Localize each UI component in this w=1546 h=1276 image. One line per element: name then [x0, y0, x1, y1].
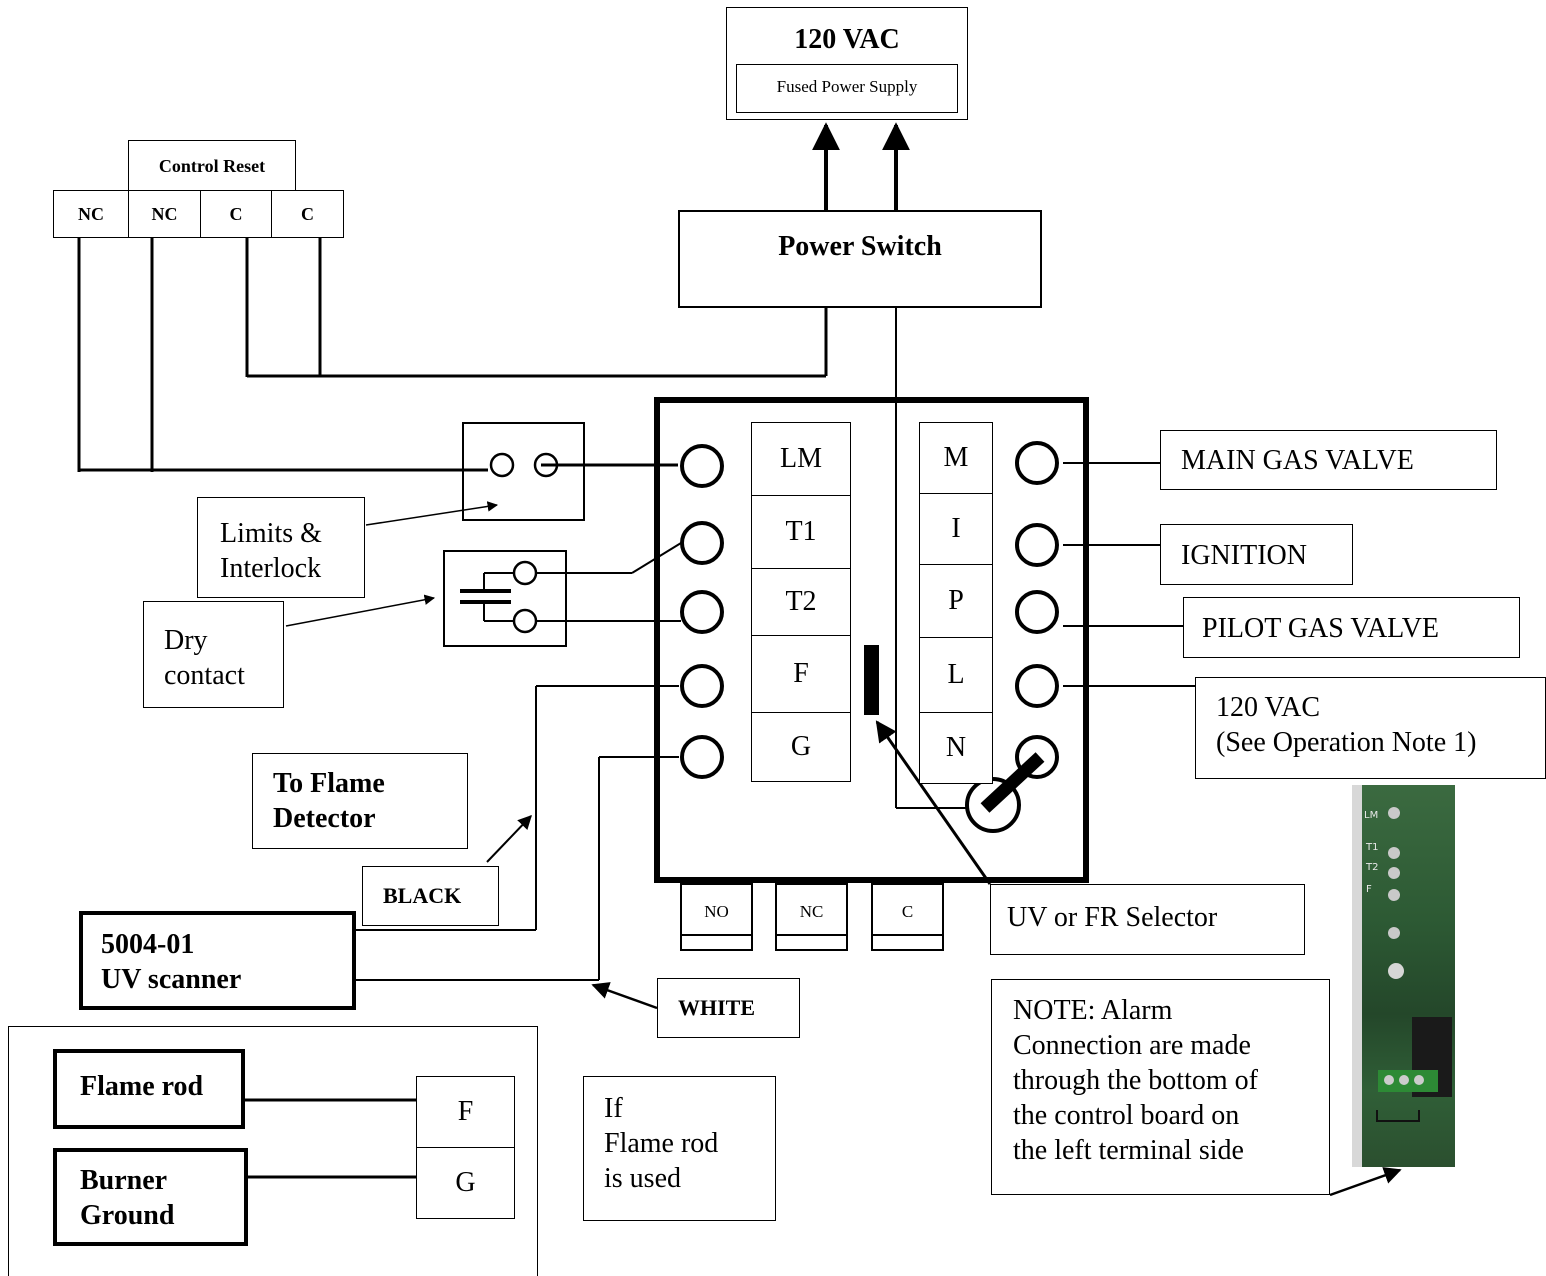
control-reset-title: Control Reset — [158, 156, 266, 176]
supply-note-label: 120 VAC (See Operation Note 1) — [1216, 692, 1477, 758]
board-terminal-g: G — [751, 712, 851, 782]
selector-knob — [965, 777, 1021, 833]
flame-rod-box: Flame rod — [53, 1049, 245, 1129]
selector-label: UV or FR Selector — [1007, 902, 1218, 933]
reset-terminal-nc-1: NC — [53, 190, 129, 238]
terminal-lm-screw — [680, 444, 724, 488]
alarm-note-box: NOTE: Alarm Connection are made through … — [991, 979, 1330, 1195]
limits-contact-box — [462, 422, 585, 521]
black-wire-label: BLACK — [383, 883, 462, 908]
board-terminal-m: M — [919, 422, 993, 494]
alarm-terminal-no: NO — [680, 883, 753, 951]
flame-rod-label: Flame rod — [80, 1071, 204, 1102]
terminal-p-screw — [1015, 590, 1059, 634]
limits-label-box: Limits & Interlock — [197, 497, 365, 598]
selector-jumper — [864, 645, 879, 715]
board-terminal-l: L — [919, 637, 993, 713]
fused-supply-box: Fused Power Supply — [736, 64, 958, 113]
power-switch-label: Power Switch — [778, 231, 942, 262]
uv-scanner-label: 5004-01 UV scanner — [101, 929, 242, 995]
burner-ground-box: Burner Ground — [53, 1148, 248, 1246]
terminal-i-screw — [1015, 523, 1059, 567]
inset-terminal-f: F — [416, 1076, 515, 1148]
burner-ground-label: Burner Ground — [80, 1165, 175, 1231]
terminal-m-screw — [1015, 441, 1059, 485]
power-supply-box: 120 VAC Fused Power Supply — [726, 7, 968, 120]
terminal-t2-screw — [680, 590, 724, 634]
pilot-gas-valve-label: PILOT GAS VALVE — [1202, 613, 1440, 644]
main-gas-valve-box: MAIN GAS VALVE — [1160, 430, 1497, 490]
pilot-gas-valve-box: PILOT GAS VALVE — [1183, 597, 1520, 658]
alarm-terminal-c: C — [871, 883, 944, 951]
control-reset-header: Control Reset — [128, 140, 296, 191]
main-gas-valve-label: MAIN GAS VALVE — [1181, 445, 1414, 476]
uv-scanner: 5004-01 UV scanner — [79, 911, 356, 1010]
control-board-photo: LM T1 T2 F — [1352, 785, 1455, 1167]
ignition-label: IGNITION — [1181, 540, 1307, 571]
dry-contact-label-box: Dry contact — [143, 601, 284, 708]
flame-rod-condition-label: If Flame rod is used — [604, 1093, 719, 1194]
selector-label-box: UV or FR Selector — [990, 884, 1305, 955]
supply-note-box: 120 VAC (See Operation Note 1) — [1195, 677, 1546, 779]
reset-terminal-c-1: C — [200, 190, 272, 238]
terminal-l-screw — [1015, 664, 1059, 708]
board-terminal-n: N — [919, 712, 993, 784]
control-board — [654, 397, 1089, 883]
board-terminal-t2: T2 — [751, 568, 851, 636]
flame-rod-inset — [8, 1026, 538, 1276]
board-terminal-p: P — [919, 564, 993, 638]
terminal-g-screw — [680, 735, 724, 779]
supply-voltage: 120 VAC — [794, 24, 900, 55]
terminal-f-screw — [680, 664, 724, 708]
reset-terminal-c-2: C — [271, 190, 344, 238]
photo-pin-labels: LM T1 T2 F — [1364, 810, 1379, 895]
power-switch[interactable]: Power Switch — [678, 210, 1042, 308]
board-terminal-lm: LM — [751, 422, 851, 496]
flame-detector-box: To Flame Detector — [252, 753, 468, 849]
board-terminal-f: F — [751, 635, 851, 713]
black-wire-box: BLACK — [362, 866, 499, 926]
alarm-terminal-nc: NC — [775, 883, 848, 951]
board-terminal-i: I — [919, 493, 993, 565]
white-wire-box: WHITE — [657, 978, 800, 1038]
limits-interlock-label: Limits & Interlock — [220, 518, 322, 584]
reset-terminal-nc-2: NC — [128, 190, 201, 238]
alarm-note-text: NOTE: Alarm Connection are made through … — [1013, 995, 1258, 1166]
terminal-t1-screw — [680, 521, 724, 565]
ignition-box: IGNITION — [1160, 524, 1353, 585]
dry-contact-box — [443, 550, 567, 647]
inset-terminal-g: G — [416, 1147, 515, 1219]
fused-supply-label: Fused Power Supply — [776, 77, 918, 96]
dry-contact-label: Dry contact — [164, 625, 245, 691]
white-wire-label: WHITE — [678, 995, 756, 1020]
terminal-n-screw — [1015, 735, 1059, 779]
flame-rod-condition-box: If Flame rod is used — [583, 1076, 776, 1221]
flame-detector-label: To Flame Detector — [273, 768, 385, 834]
board-terminal-t1: T1 — [751, 495, 851, 569]
